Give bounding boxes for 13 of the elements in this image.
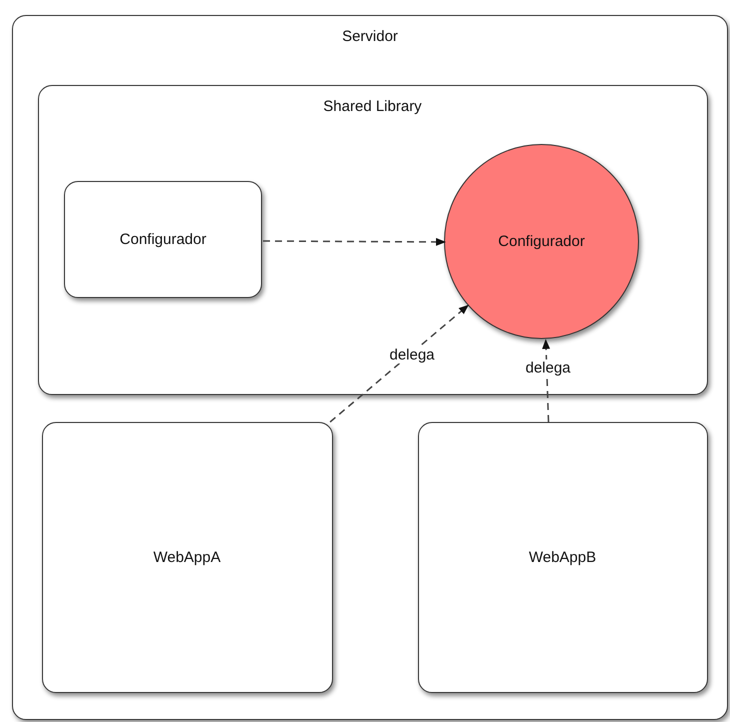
node-label: Servidor [342, 28, 398, 45]
node-label: Configurador [120, 231, 206, 248]
dashed-arrow [263, 238, 446, 246]
node-label: WebAppB [528, 548, 596, 566]
node-label: Shared Library [323, 98, 422, 114]
dashed-arrow [330, 304, 469, 423]
container-box [64, 181, 262, 298]
container-box [418, 422, 708, 692]
container-box [42, 422, 332, 692]
container-box [12, 15, 728, 720]
container-box [38, 84, 708, 394]
node-label: Configurador [498, 233, 585, 250]
node-label: WebAppA [153, 548, 221, 566]
